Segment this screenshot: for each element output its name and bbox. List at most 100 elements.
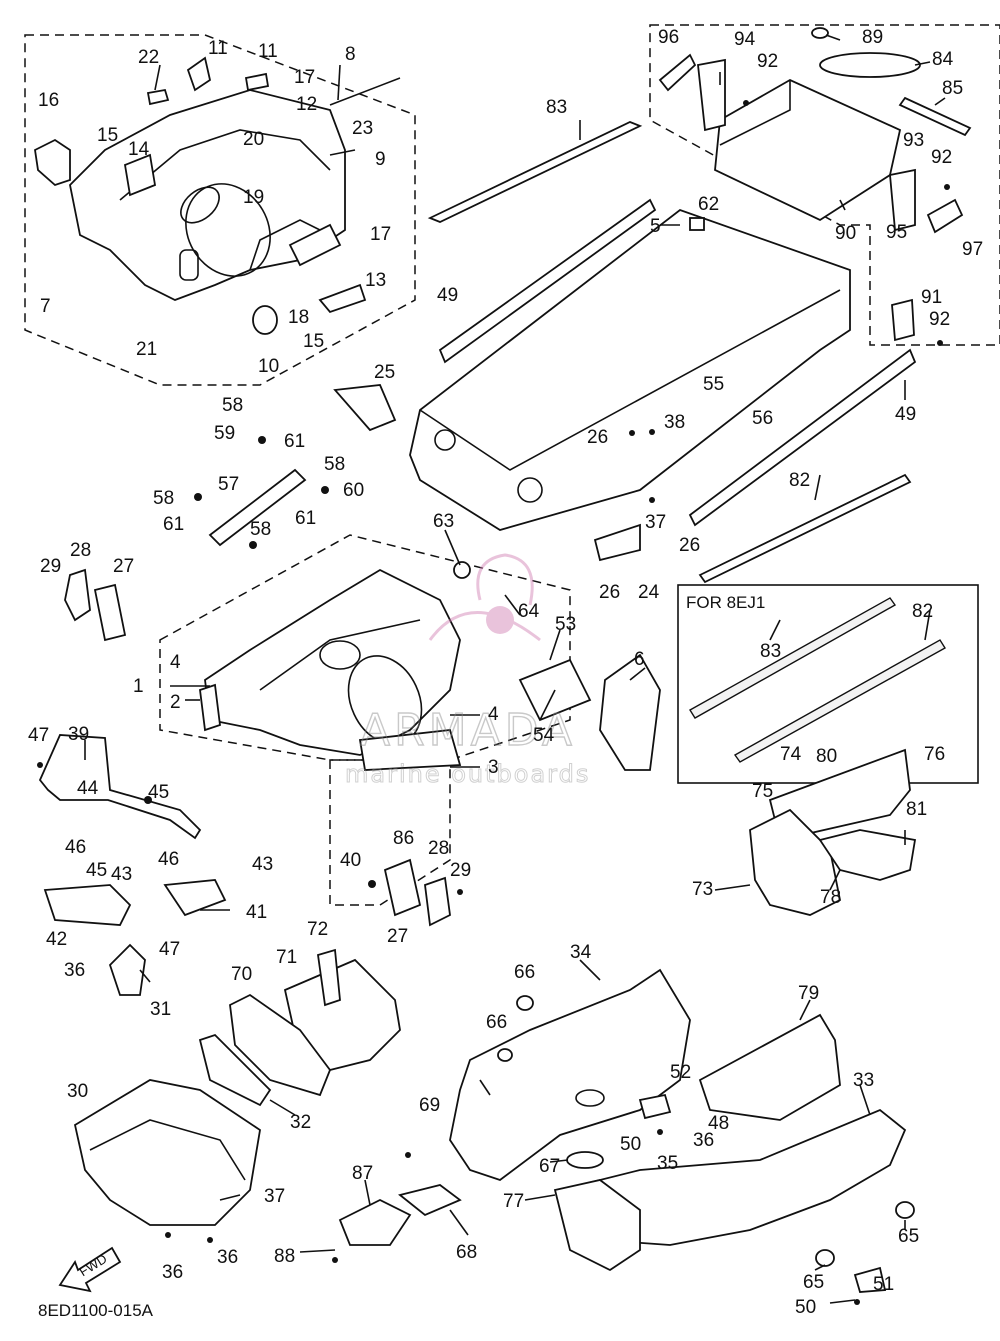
- part-65-grommet-b: [815, 1249, 835, 1267]
- callout-number: 84: [932, 49, 954, 70]
- part-70-pan: [229, 993, 332, 1097]
- callout-number: 29: [450, 860, 471, 881]
- fwd-arrow-icon: FWD: [58, 1246, 122, 1293]
- callout-number: 34: [570, 942, 592, 963]
- callout-number: 97: [962, 239, 983, 260]
- callout-number: 73: [692, 879, 713, 900]
- part-95-plate: [926, 198, 964, 234]
- callout-number: 18: [288, 307, 309, 328]
- part-68-bracket: [398, 1184, 462, 1217]
- part-49-rail-lower: [688, 348, 917, 527]
- callout-number: 29: [40, 556, 61, 577]
- part-28-ring-right: [424, 876, 451, 927]
- callout-number: 76: [924, 744, 945, 765]
- part-27-boot-left: [93, 583, 127, 642]
- callout-number: 4: [488, 704, 499, 725]
- callout-number: 35: [657, 1153, 678, 1174]
- callout-number: 15: [303, 331, 324, 352]
- callout-number: 92: [757, 51, 778, 72]
- part-42-plate: [43, 884, 132, 926]
- callout-number: 28: [70, 540, 91, 561]
- part-14-plate: [123, 153, 157, 197]
- group-box-front-frame: [24, 34, 416, 386]
- part-18-shield: [288, 223, 342, 267]
- part-24-bracket: [593, 523, 641, 562]
- callout-number: 71: [276, 947, 297, 968]
- part-16-bracket: [34, 138, 71, 187]
- callout-number: 92: [931, 147, 952, 168]
- part-72-strip: [317, 948, 341, 1007]
- callout-number: 56: [752, 408, 773, 429]
- callout-number: 26: [587, 427, 608, 448]
- callout-number: 6: [634, 649, 645, 670]
- callout-number: 43: [111, 864, 132, 885]
- part-32-plate: [198, 1033, 272, 1107]
- part-67-grommet: [566, 1151, 604, 1169]
- callout-number: 3: [488, 757, 499, 778]
- callout-number: 63: [433, 511, 454, 532]
- callout-number: 61: [295, 508, 316, 529]
- callout-number: 28: [428, 838, 449, 859]
- callout-number: 90: [835, 223, 856, 244]
- callout-number: 32: [290, 1112, 311, 1133]
- part-84-pad: [819, 52, 921, 78]
- callout-number: 67: [539, 1156, 560, 1177]
- part-41-plate: [163, 879, 227, 917]
- callout-number: 53: [555, 614, 576, 635]
- part-6-bracket: [599, 653, 661, 771]
- callout-number: 78: [820, 887, 841, 908]
- part-65-grommet-a: [895, 1201, 915, 1219]
- callout-number: 60: [343, 480, 364, 501]
- part-30-nose: [73, 1079, 261, 1226]
- callout-number: 82: [789, 470, 810, 491]
- callout-number: 36: [217, 1247, 238, 1268]
- front-frame-assembly: [69, 89, 346, 301]
- callout-number: 47: [28, 725, 49, 746]
- part-91-bracket: [891, 298, 915, 342]
- callout-number: 45: [148, 782, 169, 803]
- callout-number: 1: [133, 676, 144, 697]
- callout-number: 37: [645, 512, 666, 533]
- variant-82-strip: [733, 639, 946, 763]
- callout-number: 83: [760, 641, 781, 662]
- callout-number: 88: [274, 1246, 295, 1267]
- callout-number: 24: [638, 582, 660, 603]
- callout-number: 65: [898, 1226, 919, 1247]
- callout-number: 92: [929, 309, 950, 330]
- callout-number: 50: [795, 1297, 816, 1318]
- part-63-cap: [453, 561, 471, 579]
- part-89-cap: [811, 27, 829, 39]
- callout-number: 46: [158, 849, 179, 870]
- part-66-grommet-a: [516, 995, 534, 1011]
- part-11-tab: [186, 56, 212, 92]
- part-94-bracket: [697, 58, 726, 132]
- callout-number: 74: [780, 744, 802, 765]
- callout-number: 10: [258, 356, 279, 377]
- watermark-tagline: marine outboards: [345, 760, 590, 788]
- callout-number: 58: [222, 395, 243, 416]
- callout-number: 8: [345, 44, 356, 65]
- callout-number: 26: [599, 582, 620, 603]
- part-83-strip: [427, 121, 643, 223]
- callout-number: 20: [243, 129, 264, 150]
- variant-label: FOR 8EJ1: [686, 593, 765, 612]
- callout-number: 14: [128, 139, 150, 160]
- part-85-strip: [898, 96, 972, 137]
- callout-number: 65: [803, 1272, 824, 1293]
- callout-number: 72: [307, 919, 328, 940]
- callout-number: 9: [375, 149, 386, 170]
- callout-number: 52: [670, 1062, 691, 1083]
- callout-number: 66: [486, 1012, 507, 1033]
- part-11-washer: [244, 72, 270, 92]
- callout-number: 83: [546, 97, 567, 118]
- callout-number: 50: [620, 1134, 641, 1155]
- part-73-shield: [749, 808, 842, 916]
- callout-number: 17: [294, 67, 315, 88]
- callout-number: 64: [518, 601, 540, 622]
- callout-number: 49: [437, 285, 458, 306]
- callout-number: 95: [886, 222, 907, 243]
- callout-number: 11: [208, 38, 228, 59]
- callout-number: 7: [40, 296, 51, 317]
- part-13-bracket: [318, 283, 367, 314]
